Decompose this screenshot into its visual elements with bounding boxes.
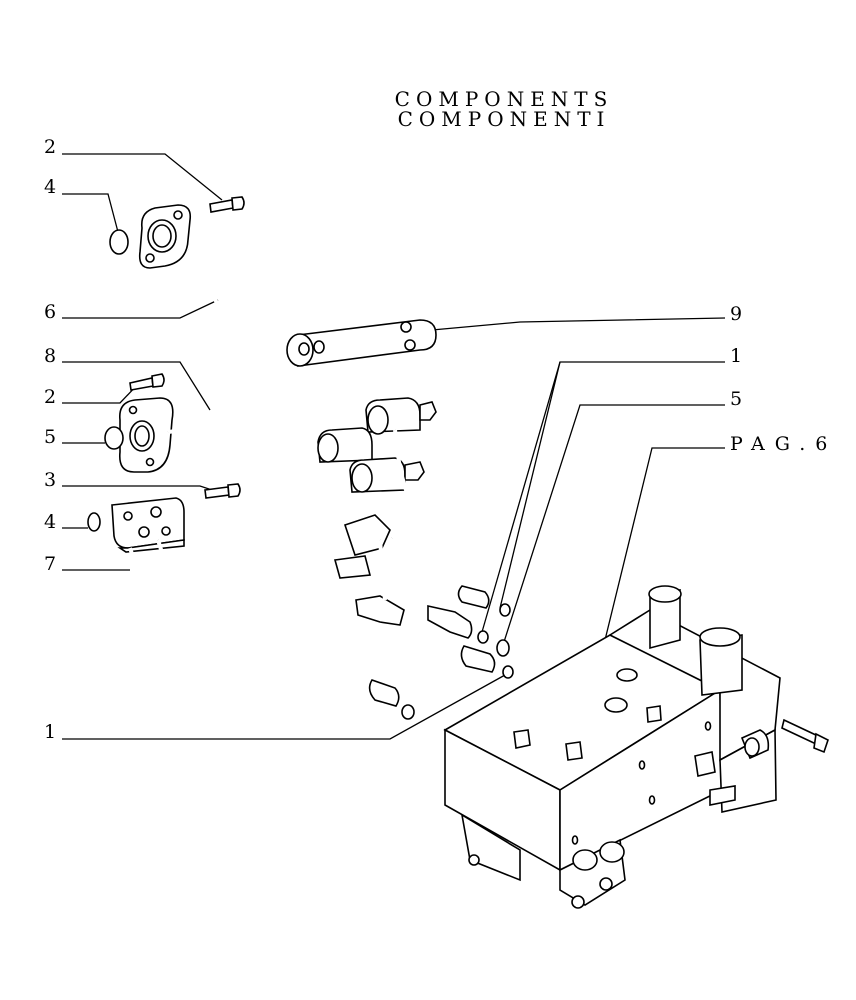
callout-6: 6 <box>44 301 56 323</box>
callout-8: 8 <box>44 345 56 367</box>
flange-top <box>138 204 192 269</box>
o-ring-1-right-b <box>477 630 489 644</box>
pipe-8 <box>167 422 400 707</box>
callout-5-left: 5 <box>44 426 56 448</box>
o-ring-1-connector <box>502 665 514 679</box>
flange-middle <box>118 397 174 473</box>
callout-2-top: 2 <box>44 136 56 158</box>
title-english: COMPONENTS <box>394 87 614 111</box>
screw-3 <box>204 483 241 499</box>
o-ring-4-top <box>109 229 129 255</box>
o-ring-1-bottom <box>401 704 415 720</box>
pipe-7 <box>128 539 479 660</box>
side-bolt <box>740 718 829 760</box>
title-italian: COMPONENTI <box>397 107 611 131</box>
o-ring-4-mid <box>87 512 101 532</box>
pipe-6 <box>186 248 367 547</box>
pipe-end-fittings <box>427 585 496 673</box>
callout-7: 7 <box>44 553 56 575</box>
callout-page-reference: PAG.6 <box>730 433 837 455</box>
flange-lower <box>111 497 185 553</box>
o-ring-5-right <box>496 639 510 657</box>
callout-1-right: 1 <box>730 345 742 367</box>
distributor-block <box>443 585 781 909</box>
callout-9: 9 <box>730 303 742 325</box>
valve-cluster <box>317 397 437 626</box>
callout-2-mid: 2 <box>44 386 56 408</box>
callout-4-top: 4 <box>44 176 56 198</box>
screw-2-top <box>209 196 245 213</box>
pin-9 <box>286 319 437 367</box>
callout-1-bottom: 1 <box>44 721 56 743</box>
callout-4-mid: 4 <box>44 511 56 533</box>
o-ring-5-left <box>104 426 124 450</box>
o-ring-1-right-a <box>499 603 511 617</box>
callout-3: 3 <box>44 469 56 491</box>
callout-5-right: 5 <box>730 388 742 410</box>
leader-lines <box>62 153 726 740</box>
screw-2-middle <box>129 373 165 391</box>
